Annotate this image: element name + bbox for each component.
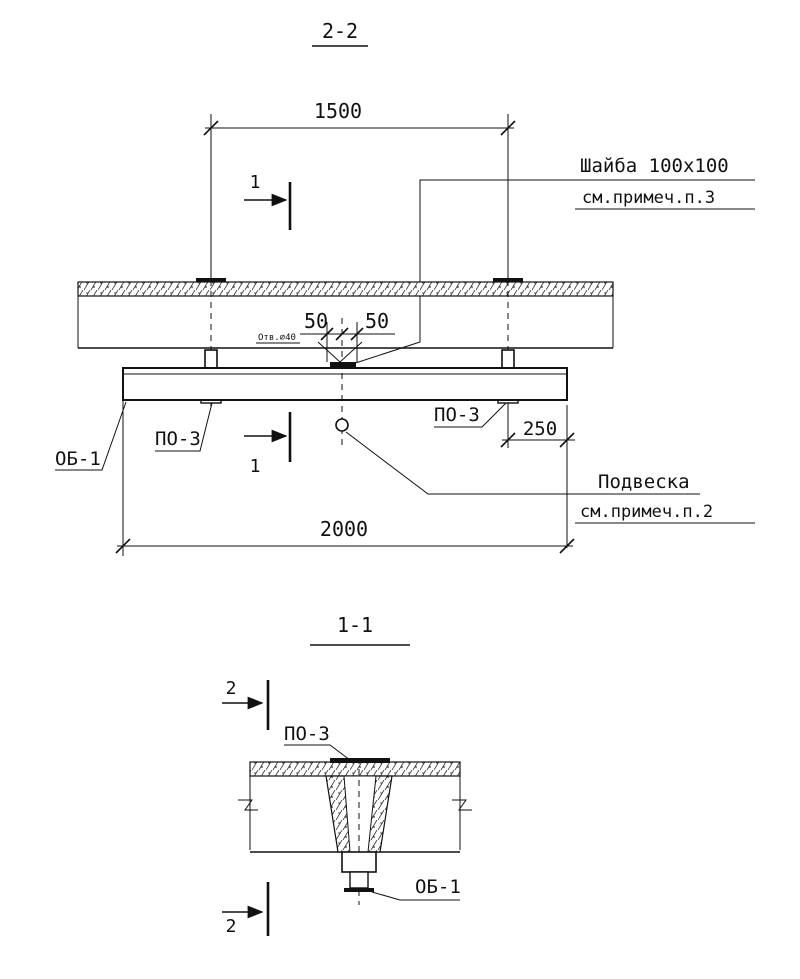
po3-right-callout: ПО-3 [434, 402, 507, 428]
cut-marker-1-bottom: 1 [244, 412, 292, 477]
dimension-50-50: 50 50 Отв.⌀40 [256, 309, 395, 362]
dimension-1500-label: 1500 [314, 99, 362, 123]
po3-left-callout: ПО-3 [155, 402, 213, 452]
po3-callout-1-1: ПО-3 [284, 723, 351, 761]
section-1-1: 1-1 2 ПО-3 [222, 613, 472, 937]
hole-note: Отв.⌀40 [258, 333, 296, 343]
dimension-right-50: 50 [365, 309, 389, 333]
cut-marker-1-top: 1 [244, 172, 292, 230]
hanger-label: Подвеска [598, 471, 690, 493]
beam-ob1 [122, 367, 568, 401]
floor-slab [77, 278, 614, 349]
hanger: Подвеска см.примеч.п.2 [335, 418, 755, 524]
dimension-2000: 2000 [115, 400, 575, 556]
cut-marker-1-top-label: 1 [250, 172, 261, 193]
dimension-250-label: 250 [523, 418, 557, 440]
slab-section-1-1 [238, 758, 472, 905]
cut-marker-2-top: 2 [222, 678, 270, 730]
po3-label-1-1: ПО-3 [284, 723, 330, 745]
section-1-1-title: 1-1 [337, 613, 373, 637]
dimension-2000-label: 2000 [320, 517, 368, 541]
dimension-250: 250 [500, 405, 575, 548]
ob1-callout-1-1: ОБ-1 [371, 876, 461, 901]
section-2-2: 2-2 1500 Шайба 100х100 см.примеч.п.3 1 [55, 19, 755, 556]
ob1-callout: ОБ-1 [55, 401, 127, 471]
section-2-2-title: 2-2 [322, 19, 358, 43]
cut-marker-2-top-label: 2 [226, 678, 237, 699]
hanger-note: см.примеч.п.2 [580, 502, 713, 522]
cut-marker-2-bottom: 2 [222, 882, 270, 937]
ob1-label-1-1: ОБ-1 [415, 876, 461, 898]
dimension-left-50: 50 [304, 309, 328, 333]
washer-note: см.примеч.п.3 [582, 188, 715, 208]
cut-marker-2-bottom-label: 2 [226, 916, 237, 937]
center-washer [317, 318, 363, 448]
po3-left-label: ПО-3 [155, 428, 201, 450]
dimension-1500: 1500 [203, 99, 516, 280]
washer-callout: Шайба 100х100 см.примеч.п.3 [339, 155, 755, 369]
ob1-label: ОБ-1 [55, 448, 101, 470]
washer-label: Шайба 100х100 [580, 155, 729, 177]
po3-right-label: ПО-3 [434, 404, 480, 426]
cut-marker-1-bottom-label: 1 [250, 456, 261, 477]
